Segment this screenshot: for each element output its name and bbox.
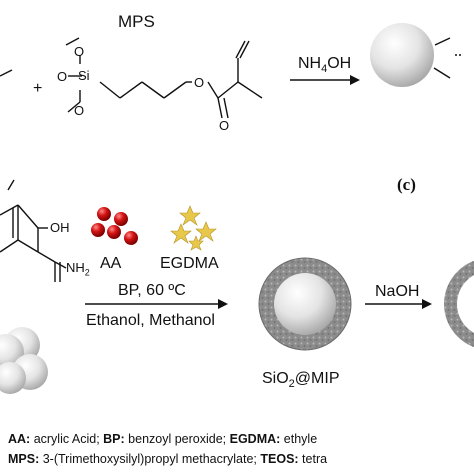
reactant-bond bbox=[0, 69, 13, 77]
o-atom-4: O bbox=[194, 75, 205, 90]
nh2-group: NH2 bbox=[66, 260, 90, 278]
naoh-label: NaOH bbox=[375, 283, 420, 300]
o-atom-1: O bbox=[74, 44, 85, 59]
legend-abbr: AA: bbox=[8, 432, 31, 446]
legend-full: tetra bbox=[298, 452, 328, 466]
panel-label-c: (c) bbox=[397, 175, 416, 194]
sio2-mip-label: SiO2@MIP bbox=[262, 370, 340, 391]
oh-group: OH bbox=[50, 220, 70, 235]
egdma-label: EGDMA bbox=[160, 255, 219, 272]
template-molecule bbox=[0, 179, 67, 282]
o-atom-5: O bbox=[219, 118, 230, 133]
abbreviations-line-1: AA: acrylic Acid; BP: benzoyl peroxide; … bbox=[8, 432, 317, 446]
mps-structure bbox=[65, 37, 263, 119]
legend-full: 3-(Trimethoxysilyl)propyl methacrylate; bbox=[39, 452, 261, 466]
mip-particle-partial bbox=[444, 260, 474, 348]
si-atom: Si bbox=[78, 68, 90, 83]
legend-abbr: TEOS: bbox=[260, 452, 299, 466]
egdma-crosslinker-stars bbox=[170, 205, 217, 251]
aa-monomer-spheres bbox=[91, 207, 138, 245]
aa-label: AA bbox=[100, 255, 122, 272]
silica-sphere-top bbox=[370, 23, 434, 87]
legend-abbr: EGDMA: bbox=[229, 432, 281, 446]
legend-abbr: BP: bbox=[103, 432, 125, 446]
mps-label: MPS bbox=[118, 12, 155, 31]
o-atom-2: O bbox=[57, 69, 68, 84]
legend-full: benzoyl peroxide; bbox=[124, 432, 230, 446]
legend-full: acrylic Acid; bbox=[30, 432, 104, 446]
legend-abbr: MPS: bbox=[8, 452, 40, 466]
sio2-mip-particle bbox=[258, 257, 352, 351]
nh4oh-label: NH4OH bbox=[298, 55, 352, 76]
legend-full: ethyle bbox=[280, 432, 318, 446]
abbreviations-line-2: MPS: 3-(Trimethoxysilyl)propyl methacryl… bbox=[8, 452, 327, 466]
conditions-top: BP, 60 ºC bbox=[118, 282, 186, 299]
conditions-bottom: Ethanol, Methanol bbox=[86, 312, 215, 329]
o-atom-3: O bbox=[74, 103, 85, 118]
silica-cluster bbox=[0, 327, 48, 394]
plus-sign: + bbox=[33, 80, 43, 97]
